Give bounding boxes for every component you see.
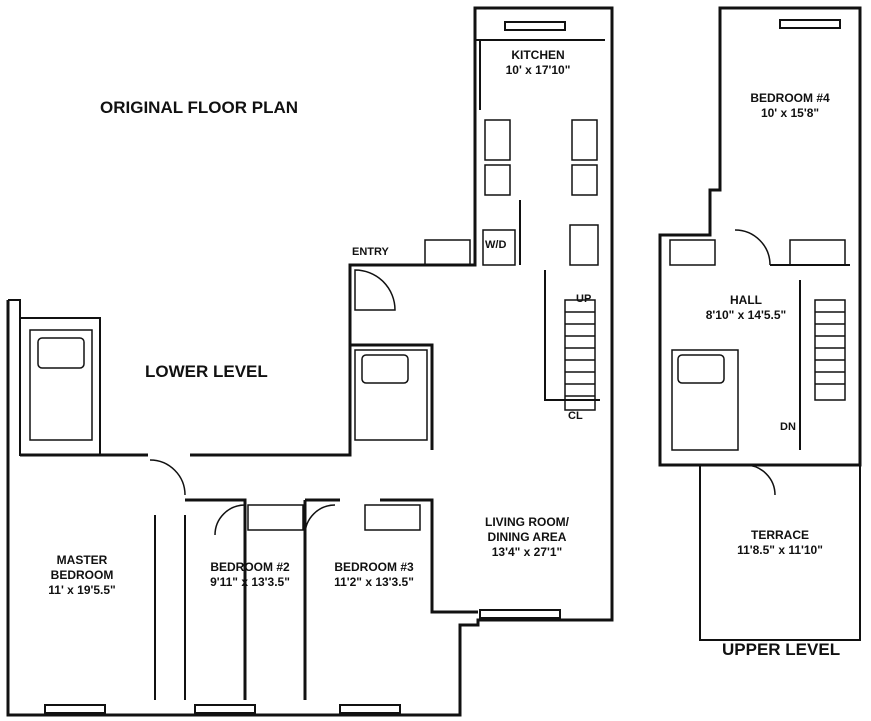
plan-title: ORIGINAL FLOOR PLAN	[100, 98, 299, 117]
room-size: 10' x 15'8"	[760, 106, 820, 120]
terrace-wall	[699, 465, 861, 641]
room-size: 11'8.5" x 11'10"	[737, 543, 823, 557]
closet-column	[154, 515, 186, 700]
stairs-upper	[814, 299, 846, 401]
room-name: TERRACE	[750, 528, 810, 542]
room-size: 13'4" x 27'1"	[491, 545, 563, 559]
stairs-lower	[564, 299, 596, 411]
kitchen-walls	[475, 39, 605, 401]
room-size: 11'2" x 13'3.5"	[334, 575, 414, 589]
washer-dryer-label: W/D	[485, 239, 507, 251]
room-name: HALL	[729, 293, 762, 307]
room-name: MASTER	[56, 553, 108, 567]
bedroom-walls	[185, 498, 478, 700]
kitchen-appliances	[482, 119, 599, 266]
room-name: DINING AREA	[487, 530, 567, 544]
room-name: LIVING ROOM/	[485, 515, 569, 529]
windows	[44, 19, 841, 714]
bathroom-fixtures	[29, 329, 739, 451]
door-swings	[149, 229, 776, 536]
upper-level-outer-wall	[658, 6, 862, 467]
closet-label: CL	[568, 410, 583, 422]
upper-level-label: UPPER LEVEL	[722, 640, 841, 659]
room-size: 10' x 17'10"	[505, 63, 571, 77]
lower-level-label: LOWER LEVEL	[145, 362, 268, 381]
room-size: 11' x 19'5.5"	[48, 583, 116, 597]
room-size: 8'10" x 14'5.5"	[705, 308, 787, 322]
left-wing-wall	[8, 299, 101, 456]
room-name: KITCHEN	[511, 48, 565, 62]
stairs-up-label: UP	[576, 293, 592, 305]
room-name: BEDROOM #3	[334, 560, 414, 574]
room-name: BEDROOM #4	[750, 91, 830, 105]
mid-wall	[20, 343, 434, 457]
entry-label: ENTRY	[352, 246, 389, 258]
room-name: BEDROOM #2	[210, 560, 290, 574]
stairs-down-label: DN	[780, 421, 796, 433]
lower-level-outer-wall	[6, 6, 614, 717]
room-size: 9'11" x 13'3.5"	[210, 575, 290, 589]
room-name: BEDROOM	[50, 568, 114, 582]
